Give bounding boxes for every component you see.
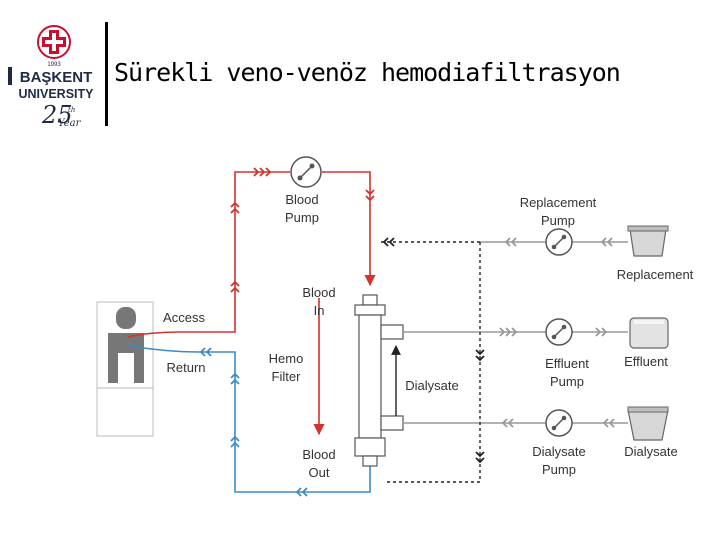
- return-label: Return: [166, 360, 205, 375]
- dialysate-line: [403, 418, 628, 428]
- header-divider: [105, 22, 108, 126]
- blood-out-label-line-2: Out: [309, 465, 330, 480]
- blood-in-label-line-2: In: [314, 303, 325, 318]
- logo-anniversary-word: Year: [58, 118, 82, 129]
- effluent-line: [403, 327, 628, 337]
- effluent-pump-icon: [545, 318, 573, 346]
- logo-anniversary-number: 25: [41, 101, 73, 129]
- dialysate-bag-label: Dialysate: [624, 444, 677, 459]
- dialysate-bag-icon: [627, 406, 669, 441]
- effluent-bag-label: Effluent: [624, 354, 668, 369]
- replacement-bag-icon: [627, 225, 669, 257]
- effluent-pump-label-line-1: Effluent: [545, 356, 589, 371]
- replacement-line: [480, 237, 628, 247]
- logo-emblem: [37, 25, 71, 59]
- blood-in-label-line-1: Blood: [302, 285, 335, 300]
- hemofilter: [354, 294, 404, 467]
- access-label: Access: [163, 310, 205, 325]
- logo-year: 1993: [47, 62, 61, 68]
- venous-line: [127, 344, 371, 497]
- effluent-pump-label-line-2: Pump: [550, 374, 584, 389]
- replacement-pump-label-line-2: Pump: [541, 213, 575, 228]
- patient-icon: [96, 301, 154, 437]
- replacement-dashed-line: [380, 237, 485, 483]
- dialysate-pump-label-line-1: Dialysate: [532, 444, 585, 459]
- logo-line-2: UNIVERSITY: [18, 87, 94, 101]
- blood-pump-label-line-2: Pump: [285, 210, 319, 225]
- baskent-university-logo: 1993 BAŞKENT UNIVERSITY 25 th Year: [8, 25, 94, 129]
- logo-anniversary-suffix: th: [68, 106, 75, 114]
- replacement-pump-icon: [545, 228, 573, 256]
- arterial-line: [127, 167, 376, 436]
- blood-out-label-line-1: Blood: [302, 447, 335, 462]
- dialysate-pump-label-line-2: Pump: [542, 462, 576, 477]
- replacement-bag-label: Replacement: [617, 267, 694, 282]
- dialysate-line-label: Dialysate: [405, 378, 458, 393]
- effluent-bag-icon: [629, 317, 669, 349]
- replacement-pump-label-line-1: Replacement: [520, 195, 597, 210]
- logo-line-1: BAŞKENT: [20, 69, 93, 86]
- hemo-filter-label-line-2: Filter: [272, 369, 302, 384]
- dialysate-pump-icon: [545, 409, 573, 437]
- blood-pump-icon: [290, 156, 322, 188]
- slide-title: Sürekli veno-venöz hemodiafiltrasyon: [114, 58, 621, 87]
- blood-pump-label-line-1: Blood: [285, 192, 318, 207]
- hemo-filter-label-line-1: Hemo: [269, 351, 304, 366]
